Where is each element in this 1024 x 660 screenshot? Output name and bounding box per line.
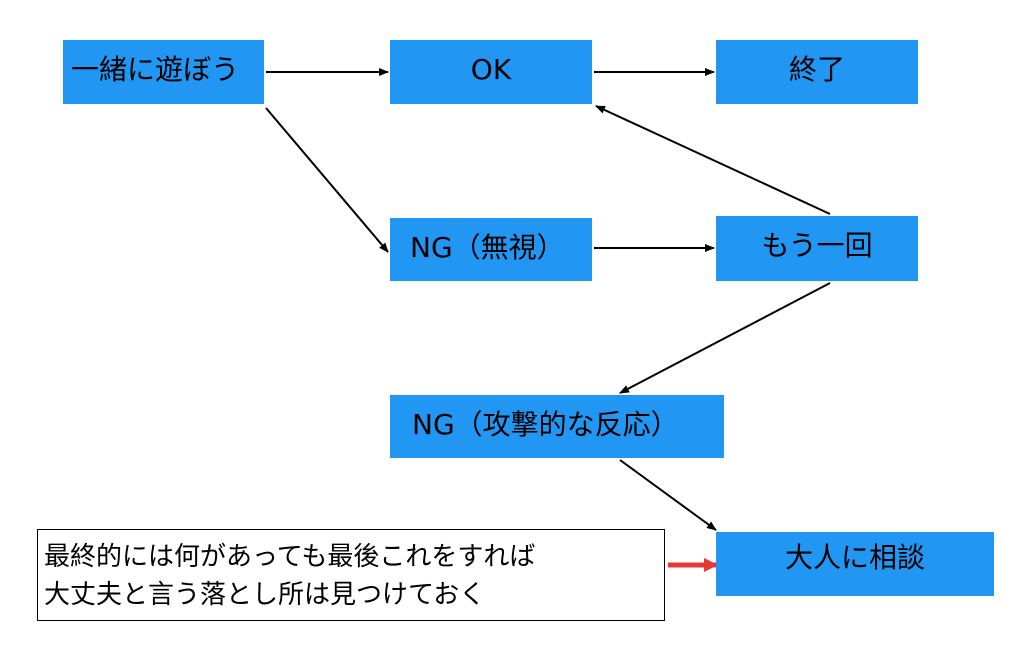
node-ng-aggressive: NG（攻撃的な反応） xyxy=(390,395,724,458)
node-ok: OK xyxy=(390,40,592,104)
arrow-aggressive-to-consult xyxy=(619,459,717,531)
arrow-start-to-ignore xyxy=(265,107,389,253)
node-retry: もう一回 xyxy=(716,216,918,281)
node-end: 終了 xyxy=(716,40,918,104)
node-consult-adult-label: 大人に相談 xyxy=(784,541,925,574)
note-line-2: 大丈夫と言う落とし所は見つけておく xyxy=(44,580,486,610)
arrow-retry-to-ok xyxy=(595,105,831,215)
node-ng-aggressive-label: NG（攻撃的な反応） xyxy=(412,408,679,441)
node-retry-label: もう一回 xyxy=(761,229,873,262)
node-ok-label: OK xyxy=(470,53,512,86)
node-ng-ignore-label: NG（無視） xyxy=(410,231,565,264)
arrow-retry-to-aggressive xyxy=(619,282,831,394)
node-lets-play-label: 一緒に遊ぼう xyxy=(71,53,240,86)
node-lets-play: 一緒に遊ぼう xyxy=(63,40,264,104)
node-consult-adult: 大人に相談 xyxy=(716,532,994,596)
node-end-label: 終了 xyxy=(788,53,845,86)
note-box: 最終的には何があっても最後これをすれば 大丈夫と言う落とし所は見つけておく xyxy=(37,529,665,621)
node-ng-ignore: NG（無視） xyxy=(390,218,592,281)
note-line-1: 最終的には何があっても最後これをすれば xyxy=(44,542,536,572)
